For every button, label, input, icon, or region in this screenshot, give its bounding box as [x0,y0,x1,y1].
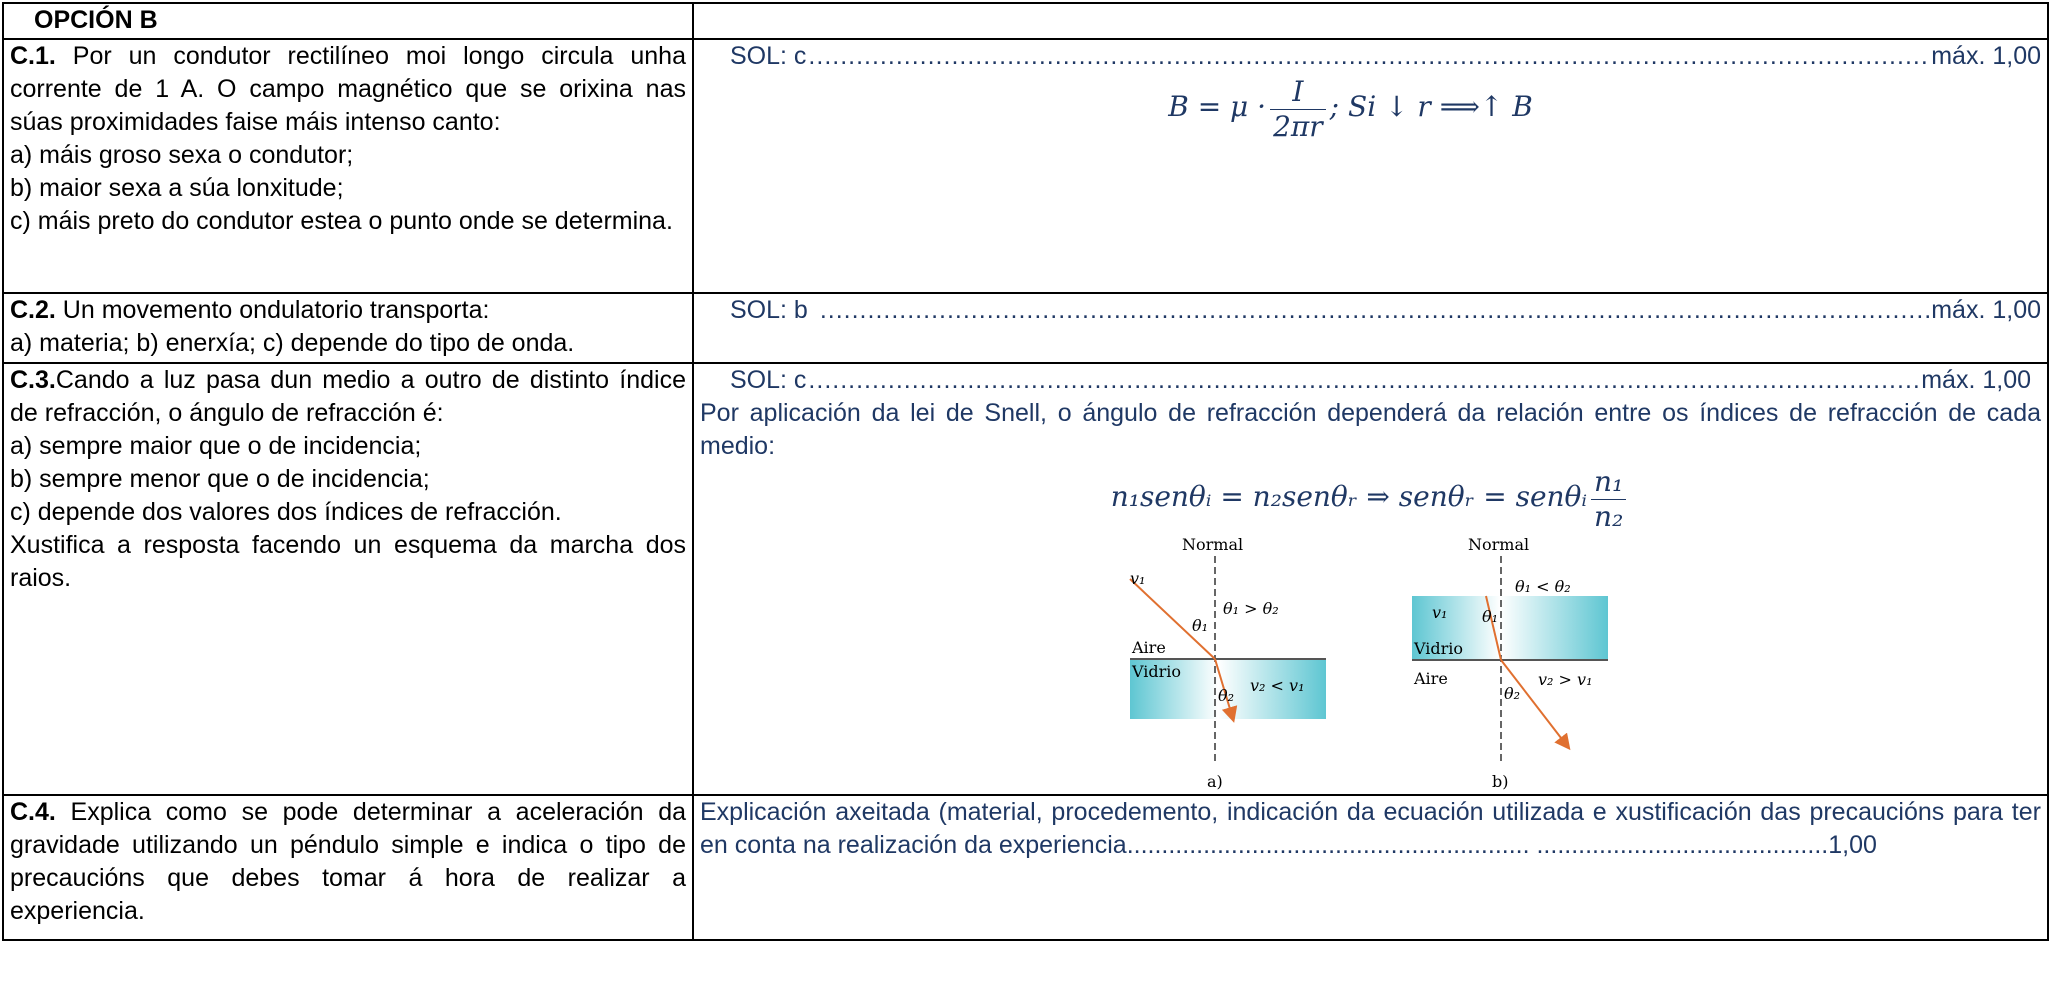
diagram-b-vrel: v₂ > v₁ [1538,670,1592,689]
c3-sol: SOL: c [730,366,807,394]
diagram-b-caption: b) [1492,772,1508,791]
c3-solution-line: SOL: c .................................… [700,365,2041,397]
question-c2-row: C.2. Un movemento ondulatorio transporta… [2,292,2049,364]
diagram-b-refracted-ray [1500,659,1571,751]
diagram-b: Normal v₁ θ₁ θ₁ < θ₂ Vidrio Aire θ₂ v₂ >… [1412,535,1608,791]
diagram-a-incident-ray [1129,578,1216,660]
c2-solution-line: SOL: b .................................… [700,295,2041,327]
c1-max: máx. 1,00 [1931,42,2041,70]
c2-text: Un movemento ondulatorio transporta: [55,296,490,324]
diagram-a-normal: Normal [1182,535,1243,554]
header-row: OPCIÓN B [2,2,2049,40]
c4-answer-text: Explicación axeitada (material, procedem… [700,798,2041,859]
c4-text: Explica como se pode determinar a aceler… [10,798,686,925]
question-c1-row: C.1. Por un condutor rectilíneo moi long… [2,38,2049,294]
c3-text: Cando a luz pasa dun medio a outro de di… [10,366,686,427]
diagram-b-normal: Normal [1468,535,1529,554]
c1-formula-num: I [1270,75,1326,110]
c1-option-c: c) máis preto do condutor estea o punto … [10,207,673,235]
c1-solution-line: SOL: c .................................… [700,41,2041,73]
c1-label: C.1. [10,42,56,70]
c4-answer: Explicación axeitada (material, procedem… [700,797,2041,862]
c3-option-a: a) sempre maior que o de incidencia; [10,432,422,460]
c1-sol: SOL: c [730,42,807,70]
answer-c4: Explicación axeitada (material, procedem… [692,794,2049,941]
question-c4-row: C.4. Explica como se pode determinar a a… [2,794,2049,941]
diagram-b-relation: θ₁ < θ₂ [1515,577,1571,596]
c1-dots: ........................................… [808,42,1929,70]
diagram-a-top-medium: Aire [1131,638,1166,657]
c4-dots: ........................................… [1126,831,1829,859]
c3-formula-den: n₂ [1594,500,1624,533]
diagram-b-glass [1412,596,1608,660]
answer-c3: SOL: c .................................… [692,362,2049,796]
diagram-b-bottom-medium: Aire [1413,669,1448,688]
refraction-diagram: Normal v₁ θ₁ θ₁ > θ₂ Aire Vidrio θ₂ v₂ <… [1129,535,1608,791]
answer-c2: SOL: b .................................… [692,292,2049,364]
c3-option-c: c) depende dos valores dos índices de re… [10,498,562,526]
diagram-a-caption: a) [1207,772,1223,791]
c4-score: 1,00 [1828,831,1877,859]
c2-dots: ........................................… [819,296,1929,324]
question-c1: C.1. Por un condutor rectilíneo moi long… [2,38,694,294]
c2-options: a) materia; b) enerxía; c) depende do ti… [10,329,575,357]
diagram-a-bottom-medium: Vidrio [1131,662,1181,681]
c1-formula-den: 2πr [1273,110,1323,143]
diagram-a-theta1: θ₁ [1192,616,1208,635]
question-c3: C.3.Cando a luz pasa dun medio a outro d… [2,362,694,796]
c1-formula-right: ; Si ↓ r ⟹↑ B [1329,90,1533,124]
c3-extra: Xustifica a resposta facendo un esquema … [10,531,686,592]
c1-option-b: b) maior sexa a súa lonxitude; [10,174,344,202]
diagram-a-v1: v₁ [1130,569,1145,588]
diagram-a-refracted-ray [1214,658,1238,723]
diagram-b-top-medium: Vidrio [1413,639,1463,658]
diagram-a-theta2: θ₂ [1218,686,1234,705]
exam-table: OPCIÓN B C.1. Por un condutor rectilíneo… [2,2,2049,941]
c1-text: Por un condutor rectilíneo moi longo cir… [10,42,686,136]
c3-formula-num: n₁ [1591,465,1627,500]
diagram-b-theta1: θ₁ [1482,607,1498,626]
c3-explanation: Por aplicación da lei de Snell, o ángulo… [700,399,2041,460]
c2-label: C.2. [10,296,56,324]
c2-sol: SOL: b [730,296,808,324]
c1-option-a: a) máis groso sexa o condutor; [10,141,354,169]
question-c2: C.2. Un movemento ondulatorio transporta… [2,292,694,364]
diagram-b-incident-ray [1485,595,1502,661]
diagram-b-v1: v₁ [1432,603,1447,622]
question-c4: C.4. Explica como se pode determinar a a… [2,794,694,941]
diagram-a: Normal v₁ θ₁ θ₁ > θ₂ Aire Vidrio θ₂ v₂ <… [1129,535,1326,791]
c3-label: C.3. [10,366,56,394]
option-header: OPCIÓN B [2,2,694,40]
c1-formula-left: B = μ · [1168,90,1267,124]
diagram-a-vrel: v₂ < v₁ [1250,676,1304,695]
c2-max: máx. 1,00 [1931,296,2041,324]
diagram-a-relation: θ₁ > θ₂ [1223,599,1279,618]
c3-max: máx. 1,00 [1921,366,2031,394]
answer-c1: SOL: c .................................… [692,38,2049,294]
question-c3-row: C.3.Cando a luz pasa dun medio a outro d… [2,362,2049,796]
c4-label: C.4. [10,798,56,826]
header-right [692,2,2049,40]
c3-dots: ........................................… [808,366,1920,394]
c3-formula-left: n₁senθᵢ = n₂senθᵣ ⇒ senθᵣ = senθᵢ [1110,480,1588,514]
diagram-b-theta2: θ₂ [1504,684,1520,703]
c3-option-b: b) sempre menor que o de incidencia; [10,465,430,493]
